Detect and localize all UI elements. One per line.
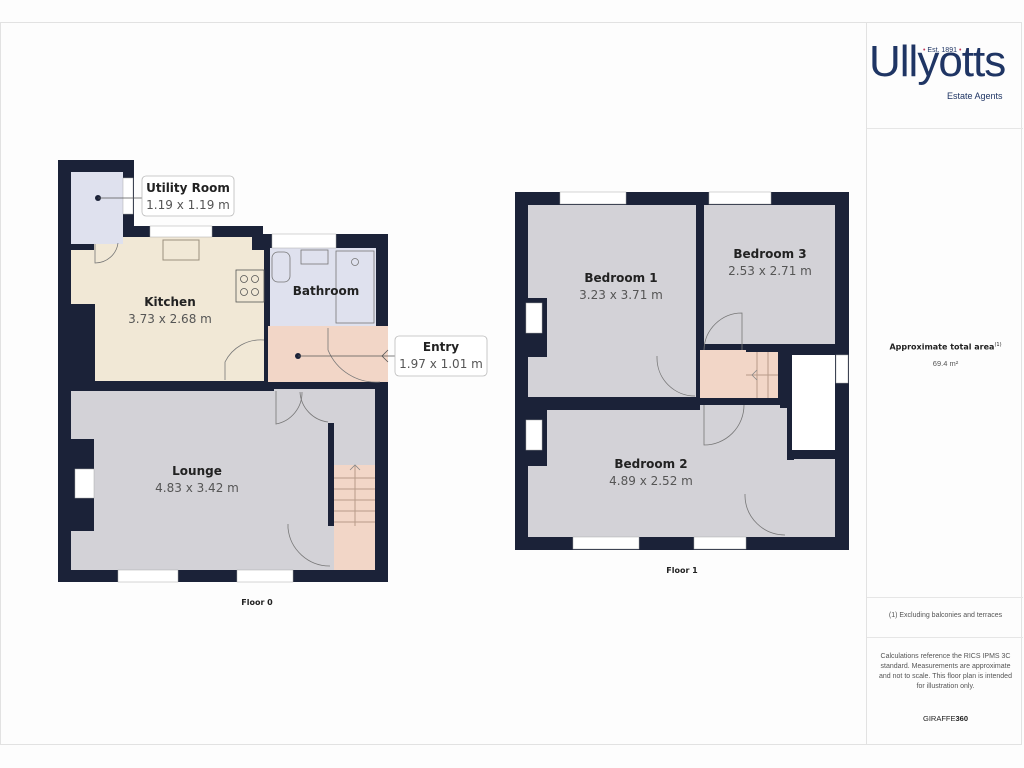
door-swing xyxy=(703,312,743,351)
bedroom-1-name: Bedroom 1 xyxy=(584,271,657,285)
basin-icon xyxy=(300,249,329,265)
brand-tagline: Estate Agents xyxy=(947,91,1003,101)
kitchen-name: Kitchen xyxy=(144,295,196,309)
bedroom-3-name: Bedroom 3 xyxy=(733,247,806,261)
window xyxy=(708,191,772,205)
door-swing xyxy=(287,524,331,567)
brand-logo: Ullyotts • Est. 1891 • Estate Agents xyxy=(867,22,1024,128)
door-swing xyxy=(703,404,745,446)
kitchen-size: 3.73 x 2.68 m xyxy=(128,312,212,326)
divider xyxy=(867,597,1023,598)
toilet-icon xyxy=(271,251,291,283)
void xyxy=(792,355,835,450)
divider xyxy=(867,637,1023,638)
bedroom-2-floor xyxy=(528,405,835,537)
brand-name: Ullyotts xyxy=(869,37,1006,86)
sink-icon xyxy=(162,239,200,261)
disclaimer: Calculations reference the RICS IPMS 3C … xyxy=(879,653,1012,690)
landing-floor xyxy=(700,350,746,398)
entry-label-box xyxy=(394,335,488,377)
floor-plans: Utility Room 1.19 x 1.19 m Kitchen 3.73 … xyxy=(58,160,849,583)
bedroom-3-floor xyxy=(704,205,835,344)
floor-0-plan: Utility Room 1.19 x 1.19 m Kitchen 3.73 … xyxy=(58,160,488,583)
lounge-floor xyxy=(71,389,375,570)
divider xyxy=(867,128,1023,129)
window xyxy=(572,536,640,550)
utility-room-label-box xyxy=(141,175,235,217)
window xyxy=(835,354,849,384)
fireplace xyxy=(525,419,543,451)
window xyxy=(559,191,627,205)
bedroom-2-name: Bedroom 2 xyxy=(614,457,687,471)
fireplace xyxy=(525,302,543,334)
entry-size: 1.97 x 1.01 m xyxy=(399,357,483,371)
info-panel: Ullyotts • Est. 1891 • Estate Agents App… xyxy=(866,22,1023,745)
window xyxy=(122,177,134,215)
window xyxy=(693,536,747,550)
floor-1-plan: Bedroom 1 3.23 x 3.71 m Bedroom 3 2.53 x… xyxy=(515,191,849,550)
bedroom-2-size: 4.89 x 2.52 m xyxy=(609,474,693,488)
brand-established: • Est. 1891 • xyxy=(923,47,962,54)
door-swing xyxy=(224,339,265,380)
utility-room-size: 1.19 x 1.19 m xyxy=(146,198,230,212)
hob-icon xyxy=(235,269,265,303)
giraffe360-credit: GIRAFFE360 xyxy=(922,714,969,723)
fireplace xyxy=(74,468,95,499)
door-swing xyxy=(275,391,303,425)
door-swing xyxy=(94,242,119,264)
window xyxy=(271,233,337,249)
shower-icon xyxy=(335,250,375,324)
window xyxy=(149,225,213,238)
floor-1-label: Floor 1 xyxy=(666,566,698,575)
lounge-size: 4.83 x 3.42 m xyxy=(155,481,239,495)
door-swing xyxy=(744,494,786,536)
lounge-name: Lounge xyxy=(172,464,222,478)
floor-0-label: Floor 0 xyxy=(241,598,273,607)
utility-room-name: Utility Room xyxy=(146,181,230,195)
entry-name: Entry xyxy=(423,340,459,354)
area-footnote: (1) Excluding balconies and terraces xyxy=(888,612,1003,619)
window xyxy=(236,569,294,583)
total-area-value: 69.4 m² xyxy=(932,359,959,368)
bedroom-3-size: 2.53 x 2.71 m xyxy=(728,264,812,278)
bedroom-1-size: 3.23 x 3.71 m xyxy=(579,288,663,302)
door-swing xyxy=(327,328,381,383)
door-swing xyxy=(299,391,329,423)
bedroom-1-floor xyxy=(528,205,696,397)
kitchen-floor xyxy=(71,237,264,381)
door-swing xyxy=(656,356,696,397)
window xyxy=(117,569,179,583)
total-area-title: Approximate total area(1) xyxy=(889,342,1002,352)
bathroom-name: Bathroom xyxy=(293,284,359,298)
